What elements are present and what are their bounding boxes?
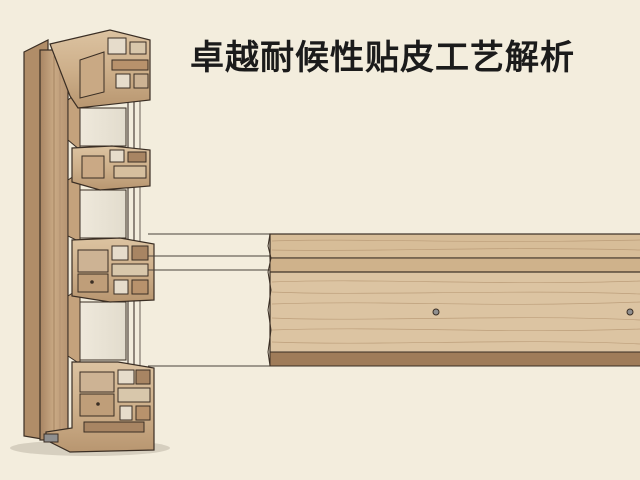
panel-top-layer [269, 233, 640, 259]
panel-wood-grain [271, 239, 640, 345]
panel-main-body [269, 271, 640, 357]
glass-opening-1 [77, 107, 127, 147]
wood-veneer-panel [267, 233, 640, 367]
panel-cut-edge [267, 233, 272, 367]
panel-bottom-edge [269, 351, 640, 367]
stile-chamfer [67, 287, 81, 365]
panel-thin-layer [269, 257, 640, 273]
screw-icon [432, 308, 440, 316]
glass-opening-3 [77, 301, 127, 361]
profile-block-middle [71, 237, 155, 303]
screw-icon [626, 308, 634, 316]
profile-block-upper-mid [71, 145, 151, 191]
leader-lines [148, 233, 272, 367]
glass-opening-2 [77, 189, 127, 239]
profile-block-top [49, 29, 151, 109]
page-title: 卓越耐候性贴皮工艺解析 [190, 38, 575, 78]
profile-block-bottom [43, 361, 155, 453]
window-profile-section [23, 29, 155, 453]
